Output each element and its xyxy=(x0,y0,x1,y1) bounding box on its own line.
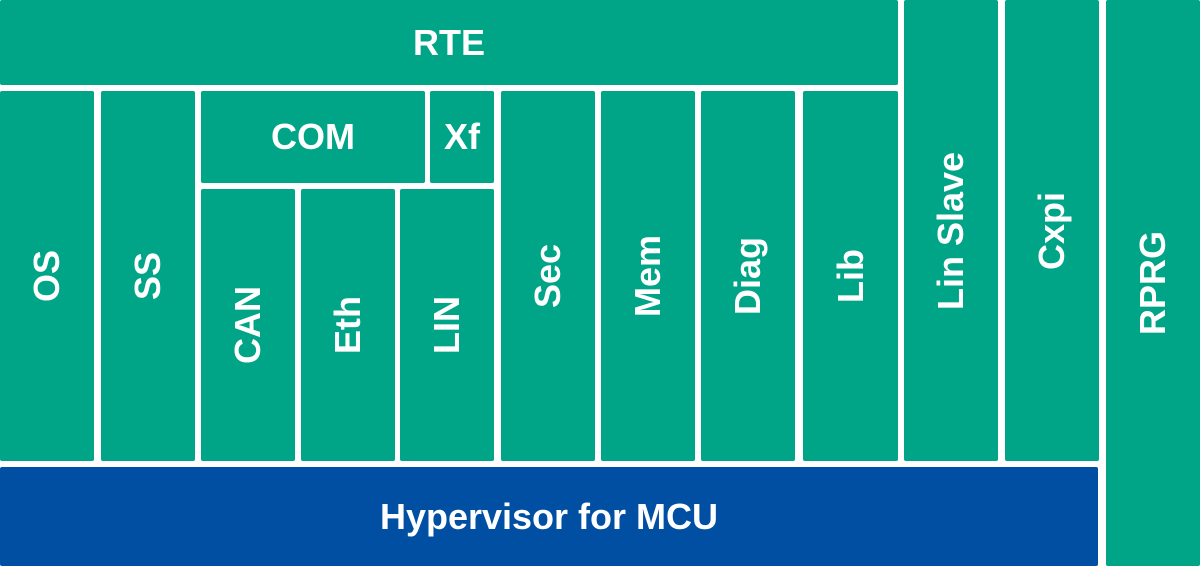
rprg-label: RPRG xyxy=(1132,230,1174,336)
cxpi-label: Cxpi xyxy=(1030,191,1072,270)
lib-block: Lib xyxy=(803,91,898,461)
lin-label: LIN xyxy=(426,296,467,354)
lib-label: Lib xyxy=(829,249,871,303)
hypervisor-label: Hypervisor for MCU xyxy=(379,495,719,537)
rte-label: RTE xyxy=(413,21,485,63)
lin-slave-label: Lin Slave xyxy=(930,151,971,310)
diag-label: Diag xyxy=(726,236,768,316)
os-label: OS xyxy=(25,249,67,303)
ss-label: SS xyxy=(127,251,168,301)
hypervisor-block: Hypervisor for MCU xyxy=(0,467,1098,566)
com-block: COM xyxy=(201,91,425,183)
mem-block: Mem xyxy=(601,91,695,461)
com-label: COM xyxy=(271,116,355,157)
can-block: CAN xyxy=(201,189,295,461)
sec-label: Sec xyxy=(527,243,568,309)
diag-block: Diag xyxy=(701,91,795,461)
sec-block: Sec xyxy=(501,91,595,461)
lin-block: LIN xyxy=(400,189,494,461)
os-block: OS xyxy=(0,91,94,461)
xf-label: Xf xyxy=(444,116,480,157)
eth-label: Eth xyxy=(327,296,368,354)
cxpi-block: Cxpi xyxy=(1005,0,1099,461)
rte-block: RTE xyxy=(0,0,898,85)
xf-block: Xf xyxy=(430,91,494,183)
mem-label: Mem xyxy=(627,234,668,318)
eth-block: Eth xyxy=(301,189,395,461)
rprg-block: RPRG xyxy=(1106,0,1200,566)
can-label: CAN xyxy=(227,286,268,364)
lin-slave-block: Lin Slave xyxy=(904,0,998,461)
ss-block: SS xyxy=(101,91,195,461)
